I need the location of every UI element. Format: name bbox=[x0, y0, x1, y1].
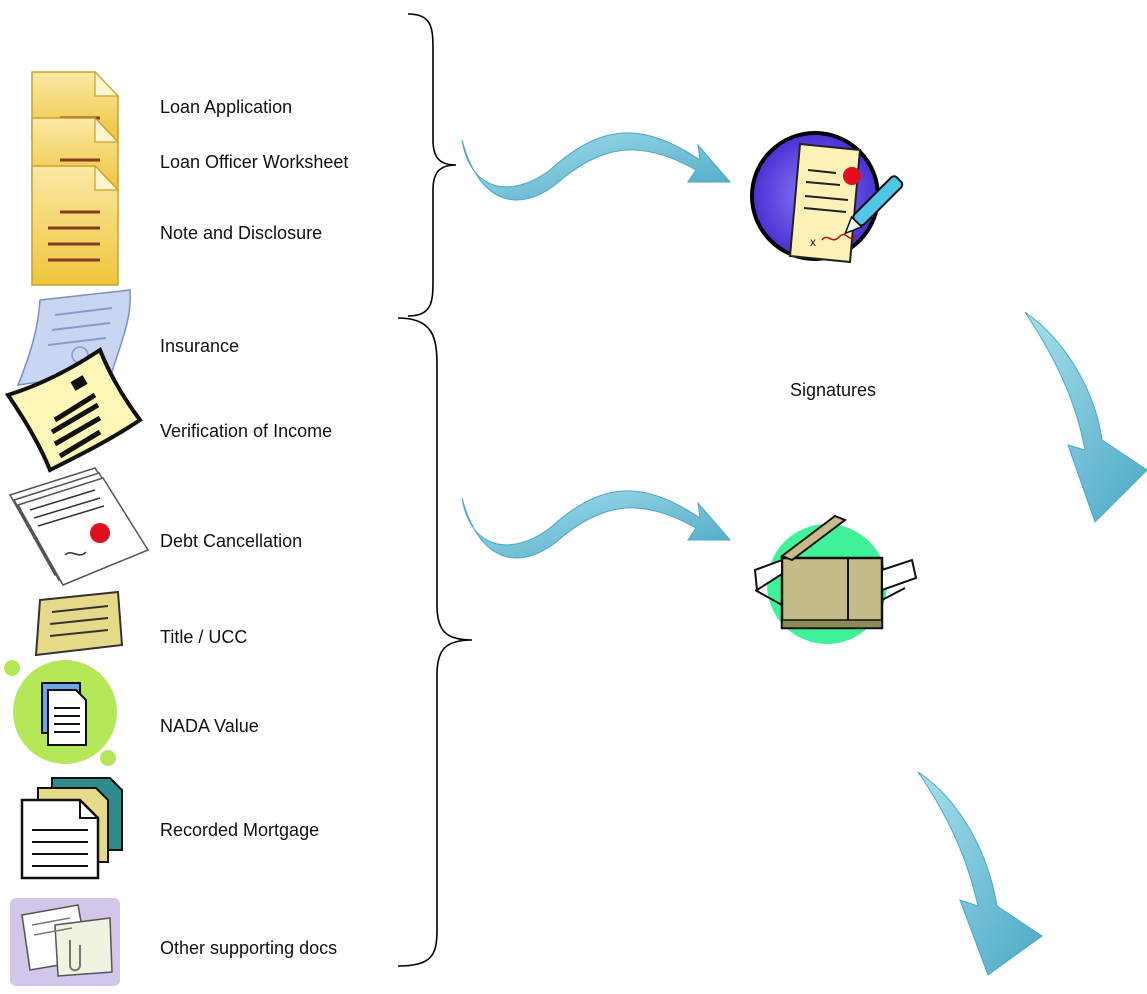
label-loan-application: Loan Application bbox=[160, 97, 293, 117]
brace-group-2 bbox=[397, 317, 473, 967]
label-debt-cancellation: Debt Cancellation bbox=[160, 531, 303, 551]
label-note-and-disclosure: Note and Disclosure bbox=[160, 223, 323, 243]
wave-arrow-icon bbox=[461, 132, 732, 201]
documents-stack-icon bbox=[20, 777, 123, 880]
label-signatures: Signatures bbox=[790, 380, 877, 400]
paperclip-papers-icon bbox=[10, 898, 120, 986]
paper-icon bbox=[4, 346, 143, 473]
signed-contract-icon: x bbox=[750, 131, 904, 264]
curved-down-arrow-icon bbox=[1024, 311, 1147, 523]
label-insurance: Insurance bbox=[160, 336, 240, 356]
brace-group-1 bbox=[407, 13, 457, 317]
label-loan-officer-worksheet: Loan Officer Worksheet bbox=[160, 152, 349, 172]
document-icon bbox=[31, 164, 120, 286]
label-nada-value: NADA Value bbox=[160, 716, 259, 736]
label-recorded-mortgage: Recorded Mortgage bbox=[160, 820, 320, 840]
label-other-supporting-docs: Other supporting docs bbox=[160, 938, 338, 958]
label-verification-of-income: Verification of Income bbox=[160, 421, 333, 441]
signed-document-stack-icon bbox=[8, 467, 150, 586]
svg-text:x: x bbox=[810, 235, 816, 249]
page-icon bbox=[4, 660, 117, 766]
document-icon-stack bbox=[31, 70, 120, 286]
label-title-ucc: Title / UCC bbox=[160, 627, 248, 647]
note-icon bbox=[34, 590, 124, 657]
curved-down-arrow-icon bbox=[917, 771, 1043, 976]
copier-icon bbox=[753, 514, 918, 644]
wave-arrow-icon bbox=[461, 490, 732, 559]
